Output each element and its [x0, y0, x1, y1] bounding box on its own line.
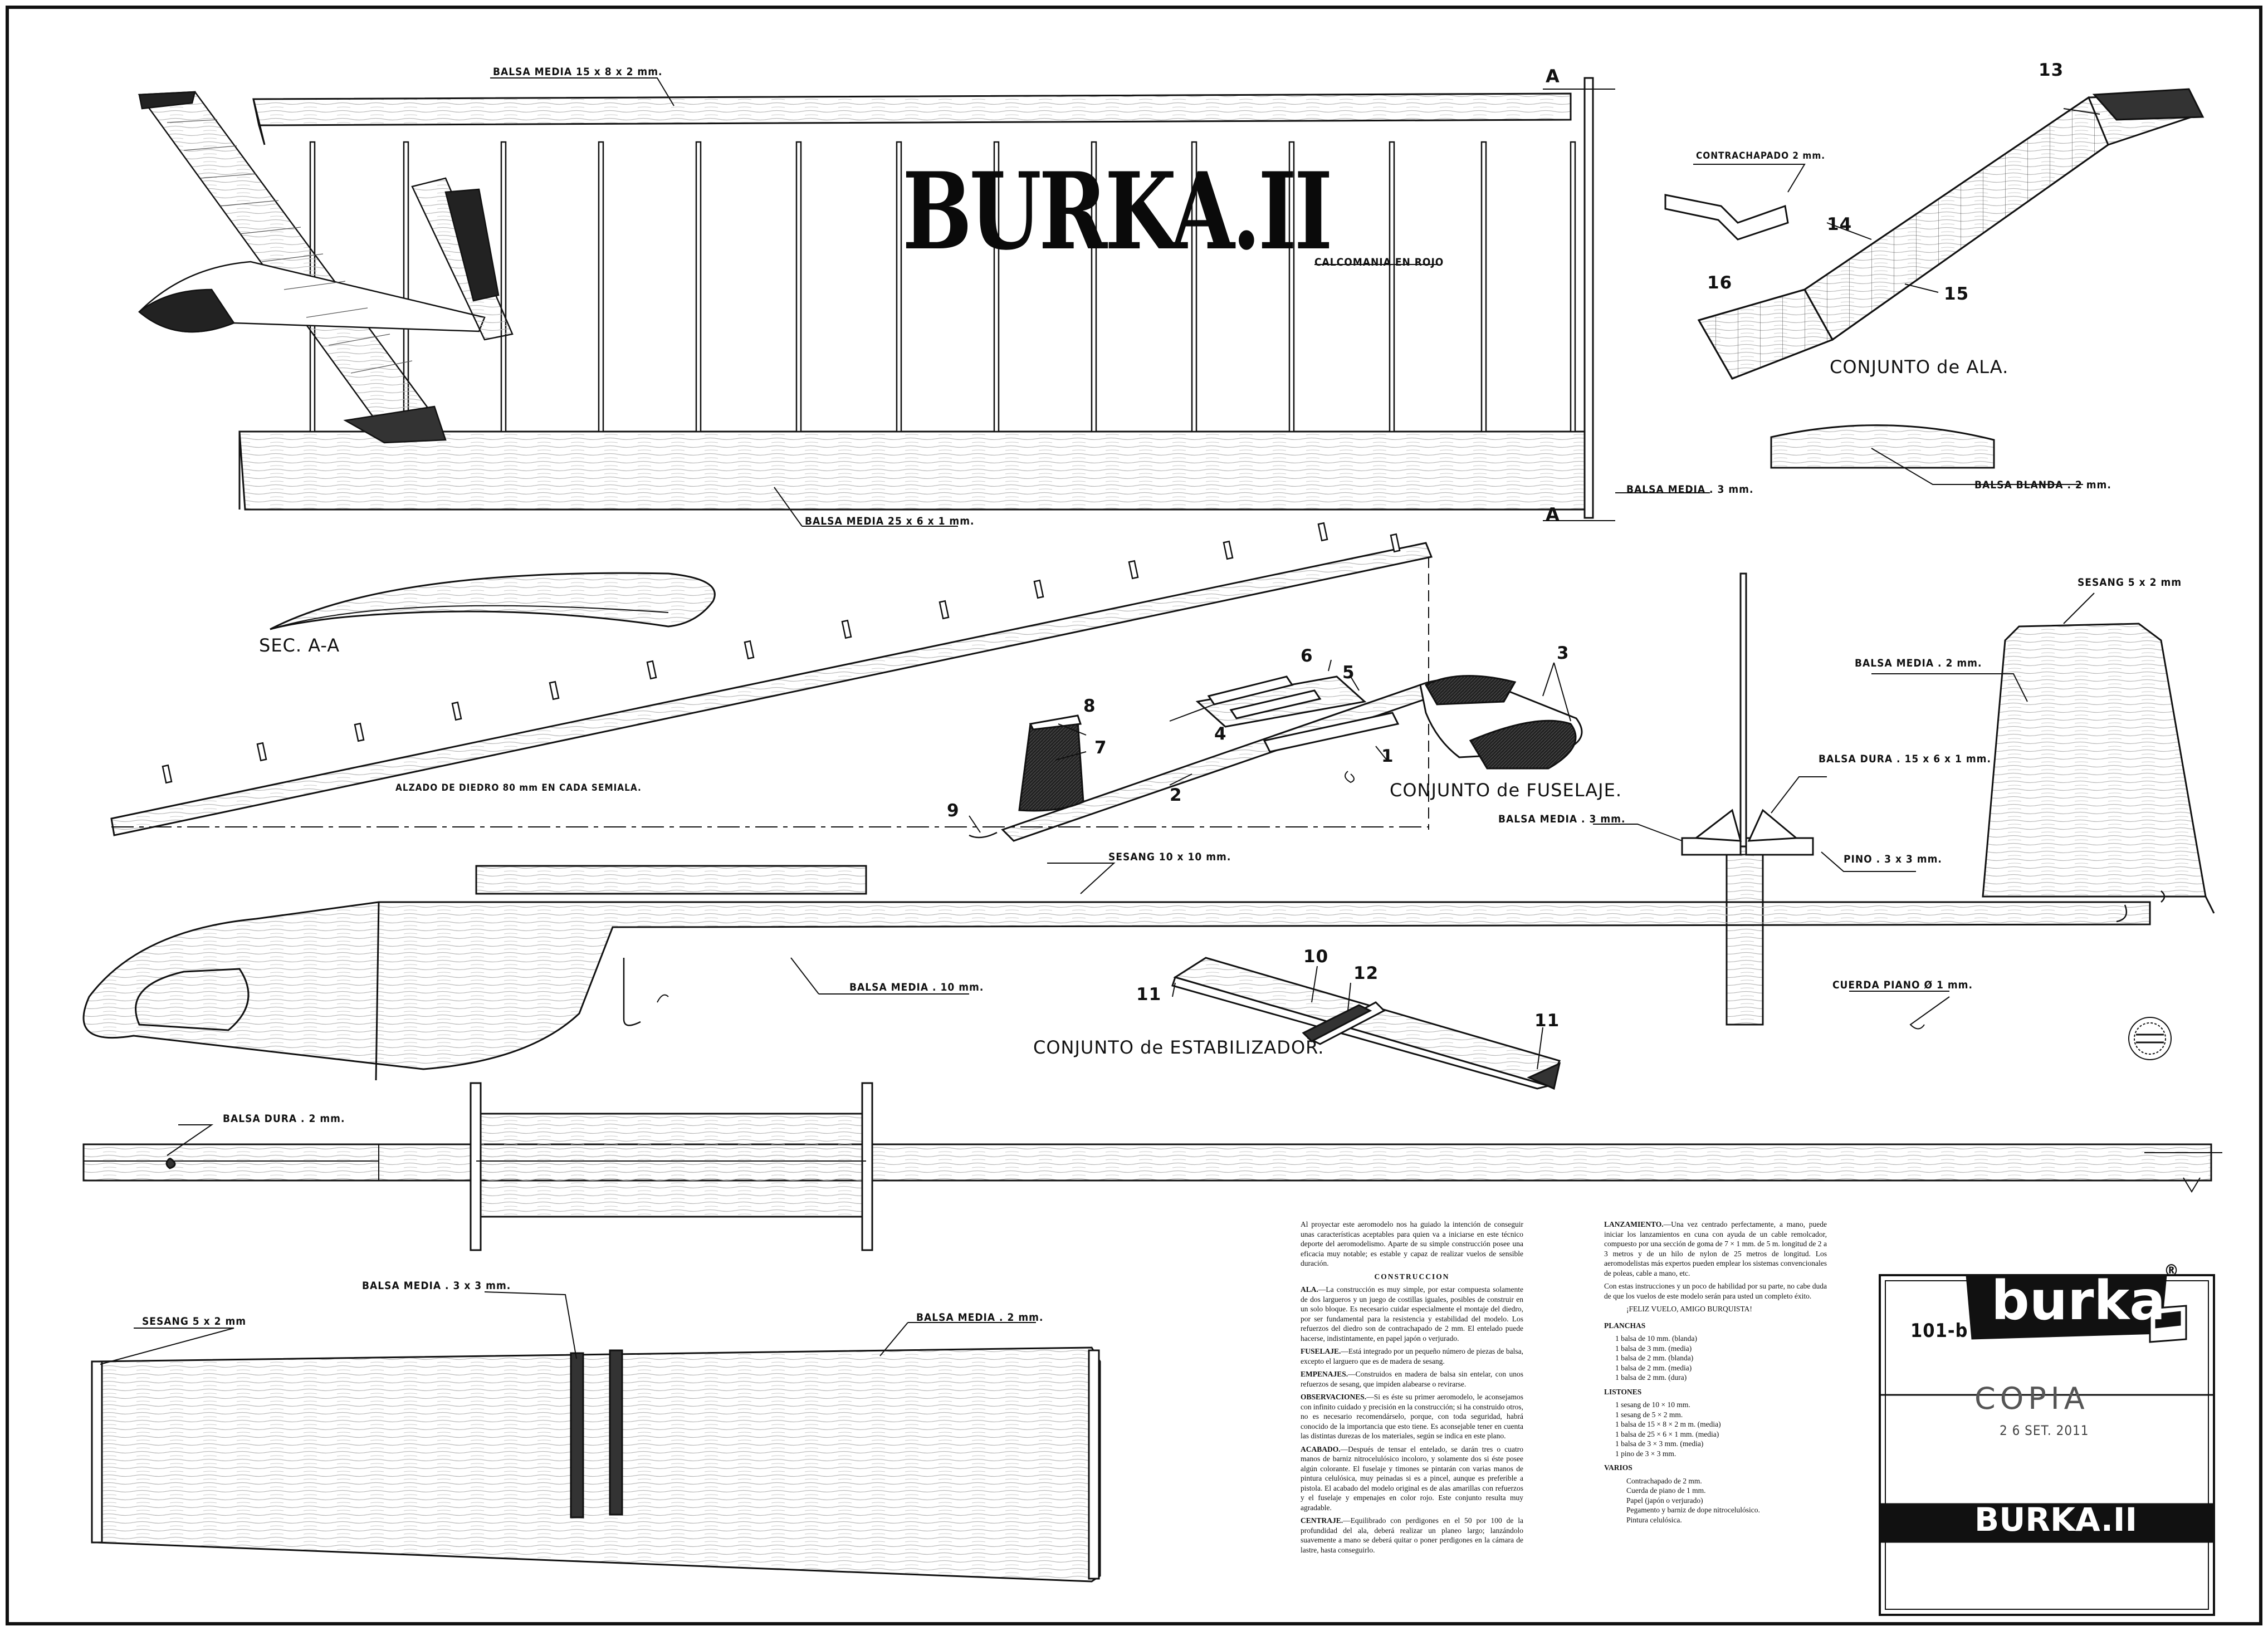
acabado-paragraph: ACABADO.—Después de tensar el entelado, … — [1301, 1444, 1523, 1512]
fin-side-view — [1593, 572, 2215, 1026]
list-item: 1 balsa de 15 × 8 × 2 m m. (media) — [1615, 1420, 1721, 1428]
part-number-4: 4 — [1214, 724, 1227, 744]
label-conjunto-fuselaje: CONJUNTO de FUSELAJE. — [1390, 780, 1622, 801]
list-item: 1 sesang de 5 × 2 mm. — [1615, 1410, 1683, 1419]
title-block-code: 101-b — [1910, 1320, 1968, 1342]
part-number-16: 16 — [1707, 273, 1733, 293]
planchas-list: 1 balsa de 10 mm. (blanda) 1 balsa de 3 … — [1604, 1334, 1827, 1383]
part-number-11-left: 11 — [1136, 985, 1162, 1005]
label-balsa-bottom-spar: BALSA MEDIA 25 x 6 x 1 mm. — [805, 515, 975, 527]
fuselage-side-view — [82, 863, 2166, 1081]
wing-assembly-view — [1664, 88, 2205, 485]
part-number-11-right: 11 — [1534, 1011, 1560, 1031]
label-balsa-media-3mm: BALSA MEDIA . 3 mm. — [1498, 813, 1626, 825]
instructions-left: Al proyectar este aeromodelo nos ha guia… — [1301, 1219, 1523, 1558]
list-item: 1 balsa de 25 × 6 × 1 mm. (media) — [1615, 1429, 1719, 1438]
wing-side-view — [110, 522, 1433, 836]
label-pino: PINO . 3 x 3 mm. — [1844, 853, 1942, 865]
observaciones-paragraph: OBSERVACIONES.—Si es éste su primer aero… — [1301, 1393, 1523, 1440]
list-item: 1 balsa de 10 mm. (blanda) — [1615, 1334, 1697, 1343]
plan-title: BURKA.II — [902, 149, 1333, 273]
list-item: 1 balsa de 3 × 3 mm. (media) — [1615, 1439, 1704, 1448]
label-sesang-5x2-bottom: SESANG 5 x 2 mm — [142, 1315, 247, 1328]
label-contrachapado: CONTRACHAPADO 2 mm. — [1696, 150, 1826, 161]
listones-heading: LISTONES — [1604, 1387, 1642, 1396]
part-number-14: 14 — [1827, 214, 1852, 234]
planchas-heading: PLANCHAS — [1604, 1321, 1646, 1330]
part-number-1: 1 — [1381, 746, 1394, 766]
label-sesang-10: SESANG 10 x 10 mm. — [1108, 851, 1231, 863]
listones-list: 1 sesang de 10 × 10 mm. 1 sesang de 5 × … — [1604, 1400, 1827, 1458]
varios-list: Contrachapado de 2 mm. Cuerda de piano d… — [1604, 1476, 1827, 1525]
list-item: Pegamento y barniz de dope nitrocelulósi… — [1626, 1506, 1760, 1514]
label-conjunto-estabilizador: CONJUNTO de ESTABILIZADOR. — [1033, 1037, 1324, 1058]
label-cuerda-piano: CUERDA PIANO Ø 1 mm. — [1832, 979, 1973, 991]
label-balsa-end: BALSA MEDIA . 3 mm. — [1626, 483, 1754, 496]
list-item: 1 balsa de 2 mm. (dura) — [1615, 1373, 1687, 1382]
stabilizer-plan-view — [91, 1291, 1101, 1583]
cierre-paragraph: Con estas instrucciones y un poco de hab… — [1604, 1282, 1827, 1300]
wing-plan-view — [238, 77, 1710, 527]
list-item: 1 balsa de 2 mm. (blanda) — [1615, 1354, 1694, 1362]
label-section-a-bottom: A — [1546, 504, 1560, 525]
title-block-name: BURKA.II — [1974, 1501, 2138, 1539]
part-number-13: 13 — [2039, 60, 2064, 80]
glider-illustration — [138, 91, 514, 444]
label-sec-aa: SEC. A-A — [259, 635, 340, 656]
construccion-heading: CONSTRUCCION — [1374, 1272, 1450, 1281]
ala-paragraph: ALA.—La construcción es muy simple, por … — [1301, 1285, 1523, 1343]
list-item: 1 balsa de 3 mm. (media) — [1615, 1344, 1692, 1353]
saludo-text: ¡FELIZ VUELO, AMIGO BURQUISTA! — [1626, 1305, 1752, 1313]
label-balsa-dura-2: BALSA DURA . 2 mm. — [223, 1113, 345, 1125]
label-balsa-top-spar: BALSA MEDIA 15 x 8 x 2 mm. — [493, 66, 663, 78]
approval-seal-icon — [2128, 1017, 2172, 1060]
part-number-8: 8 — [1083, 696, 1096, 716]
list-item: Contrachapado de 2 mm. — [1626, 1476, 1702, 1485]
title-block-brand: burka — [1991, 1270, 2166, 1332]
fuselage-top-view — [82, 1082, 2222, 1251]
label-balsa-media-3x3: BALSA MEDIA . 3 x 3 mm. — [362, 1280, 511, 1292]
part-number-3: 3 — [1557, 643, 1570, 663]
label-balsa-media-2mm-fin: BALSA MEDIA . 2 mm. — [1855, 657, 1982, 669]
empenajes-paragraph: EMPENAJES.—Construidos en madera de bals… — [1301, 1370, 1523, 1388]
label-calcomania: CALCOMANIA EN ROJO — [1314, 256, 1444, 268]
list-item: 1 balsa de 2 mm. (media) — [1615, 1363, 1692, 1372]
title-block-copia: COPIA — [1974, 1381, 2089, 1416]
list-item: 1 sesang de 10 × 10 mm. — [1615, 1400, 1690, 1409]
title-block-registered: ® — [2164, 1261, 2179, 1281]
label-section-a-top: A — [1546, 66, 1560, 87]
title-block-date: 2 6 SET. 2011 — [2000, 1423, 2089, 1438]
varios-heading: VARIOS — [1604, 1463, 1632, 1472]
intro-text: Al proyectar este aeromodelo nos ha guia… — [1301, 1220, 1523, 1267]
stabilizer-assembly-view — [1171, 957, 1561, 1090]
part-number-5: 5 — [1342, 663, 1355, 683]
instructions-right: LANZAMIENTO.—Una vez centrado perfectame… — [1604, 1219, 1827, 1525]
label-balsa-media-2mm-stab: BALSA MEDIA . 2 mm. — [916, 1311, 1044, 1324]
lanzamiento-paragraph: LANZAMIENTO.—Una vez centrado perfectame… — [1604, 1220, 1827, 1277]
part-number-10: 10 — [1303, 947, 1329, 967]
fuselage-assembly-view — [969, 659, 1583, 842]
fuselaje-paragraph: FUSELAJE.—Está integrado por un pequeño … — [1301, 1347, 1523, 1365]
list-item: Papel (japón o verjurado) — [1626, 1496, 1703, 1505]
part-number-12: 12 — [1353, 963, 1379, 983]
plan-frame — [6, 6, 2262, 1625]
list-item: 1 pino de 3 × 3 mm. — [1615, 1449, 1676, 1458]
list-item: Cuerda de piano de 1 mm. — [1626, 1486, 1706, 1495]
part-number-6: 6 — [1301, 646, 1313, 666]
part-number-2: 2 — [1170, 785, 1182, 805]
part-number-7: 7 — [1094, 738, 1107, 758]
centraje-paragraph: CENTRAJE.—Equilibrado con perdigones en … — [1301, 1516, 1523, 1554]
label-conjunto-ala: CONJUNTO de ALA. — [1830, 356, 2009, 378]
part-number-15: 15 — [1944, 284, 1969, 304]
label-sesang-5x2-top: SESANG 5 x 2 mm — [2078, 576, 2182, 589]
list-item: Pintura celulósica. — [1626, 1515, 1682, 1524]
label-balsa-media-10: BALSA MEDIA . 10 mm. — [849, 981, 984, 993]
label-balsa-blanda: BALSA BLANDA . 2 mm. — [1974, 479, 2111, 491]
title-block — [1879, 1274, 2215, 1616]
label-balsa-dura-15: BALSA DURA . 15 x 6 x 1 mm. — [1819, 753, 1991, 765]
label-alzado: ALZADO DE DIEDRO 80 mm EN CADA SEMIALA. — [395, 782, 642, 794]
part-number-9: 9 — [947, 801, 960, 821]
